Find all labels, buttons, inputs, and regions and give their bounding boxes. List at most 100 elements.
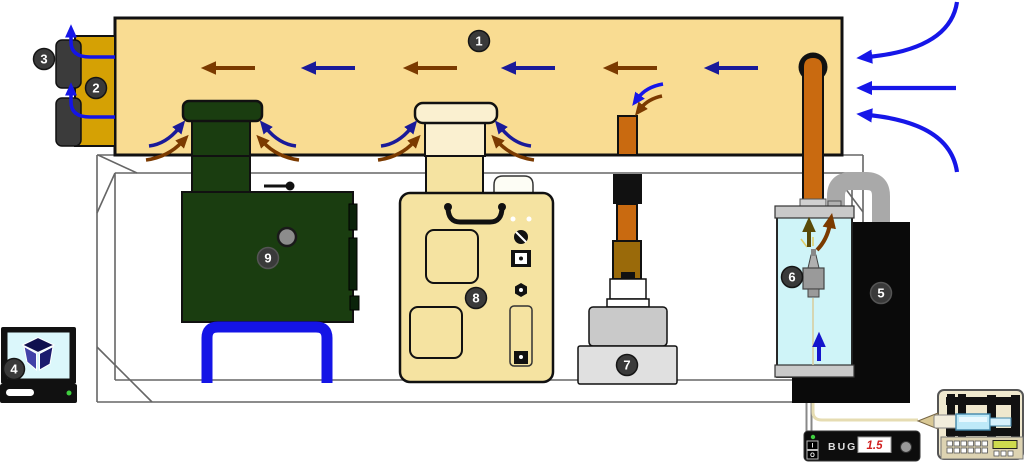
spray-assembly [774,52,910,403]
frame-diagonal-top-left [97,154,138,174]
callout-5-number: 5 [877,286,884,301]
stove-arrow-blue-left [148,120,186,148]
probe-white-lip [606,298,650,308]
syringe-barrel-highlight [959,417,987,422]
inlet-air-arrows [856,1,960,173]
sampler-head-arrows [377,120,535,162]
bug-flow-meter: I O BUG 1.5 [803,430,921,462]
sampler-panel-top [425,229,479,284]
stove-flue-lower [191,154,251,195]
callout-2: 2 [84,76,108,100]
callout-4-number: 4 [10,362,18,377]
exhaust-section [55,24,116,147]
nebulizer-union [807,288,820,298]
stove-damper-knob [285,181,295,191]
callout-3: 3 [32,47,56,71]
sampler-arrow-brown-right [491,134,535,162]
sampler-port-pin [519,256,523,261]
probe-arrow-blue [632,82,664,106]
pump-display [992,440,1018,449]
syringe-plunger [989,417,1012,427]
stove-flue-cap [181,99,264,123]
pump-function-keys [993,450,1014,457]
sampler-probe-stem [424,120,486,157]
exhaust-filter-bottom [55,97,82,147]
callout-9-number: 9 [264,251,271,266]
bug-display-reading: 1.5 [867,440,884,452]
gray-duct-hose [827,172,890,224]
sampler-panel-bottom [409,306,463,359]
probe-brass-mark [621,272,635,279]
sampler-selector-slot [515,231,527,243]
stove-arrow-blue-right [259,120,297,148]
chamber-top-cap [774,205,855,219]
callout-6: 6 [780,265,804,289]
sampler-led-1 [510,216,516,222]
sampler-arrow-brown-left [377,134,421,162]
sampler-arrow-blue-right [494,120,532,148]
stove-flue-upper [191,118,251,157]
probe-orange-tube [616,203,638,242]
monitor-power-led [66,390,72,396]
bug-switch-off-label: O [810,453,815,459]
pump-rail-bottom [946,428,1020,436]
exhaust-arrow-top [65,24,115,59]
cube-right-face [39,345,54,371]
sampler-led-2 [526,216,532,222]
bug-display [857,436,892,453]
sampler-handle-pin-right [498,203,506,211]
cube-top-face [21,336,56,354]
stove-arrow-brown-right [256,134,300,162]
stove-stand [201,321,333,383]
syringe-pump [916,389,1024,460]
probe-arrow-brown [634,94,663,116]
exhaust-flow-arrows [65,24,115,119]
sampler-probe-head [413,101,499,125]
stove-arrow-brown-left [145,134,189,162]
connections [805,403,918,432]
stove-door-knob [276,226,298,248]
bug-power-led [810,434,816,440]
exhaust-filter-top [55,39,82,89]
cube-left-face [23,345,37,372]
probe-tip-in-duct [617,115,638,156]
callout-7: 7 [615,353,639,377]
bug-knob [900,441,912,453]
pump-unit [853,222,910,403]
sampler-hex-hole [519,288,523,292]
sampler-port-small-hole [519,355,523,359]
callout-1-number: 1 [475,34,482,49]
probe-mid-base [588,306,668,347]
stove-hinge-top [348,203,358,231]
nebulizer-body [802,267,825,290]
inlet-arrow-top [856,1,960,64]
frame-diagonal-right [844,187,864,213]
nebulizer-tip [811,249,816,256]
callout-5: 5 [869,281,893,305]
syringe-nozzle [933,414,959,429]
stove-latch [349,295,360,311]
bug-meter-name: BUG [828,441,857,453]
callout-8-number: 8 [472,291,479,306]
sampler-arrow-blue-left [380,120,418,148]
callout-4: 4 [2,357,26,381]
bug-switch-on [806,440,819,450]
pump-rail-top [946,397,1020,405]
frame-diagonal-left [96,172,116,214]
pump-end-block [1011,395,1020,439]
sampler-handle-pin-left [444,203,452,211]
probe-white-mount [609,278,647,300]
stove-cap-arrows [145,120,300,162]
bug-switch-off [806,450,819,460]
riser-pipe [802,55,824,209]
callout-1: 1 [467,29,491,53]
callout-8: 8 [464,286,488,310]
liquid-feed-tube [811,403,918,422]
pump-base [792,377,910,403]
exhaust-arrow-bottom [65,82,115,119]
callout-3-number: 3 [40,52,47,67]
probe-black-block [613,174,642,204]
cube-logo-icon [21,336,56,372]
